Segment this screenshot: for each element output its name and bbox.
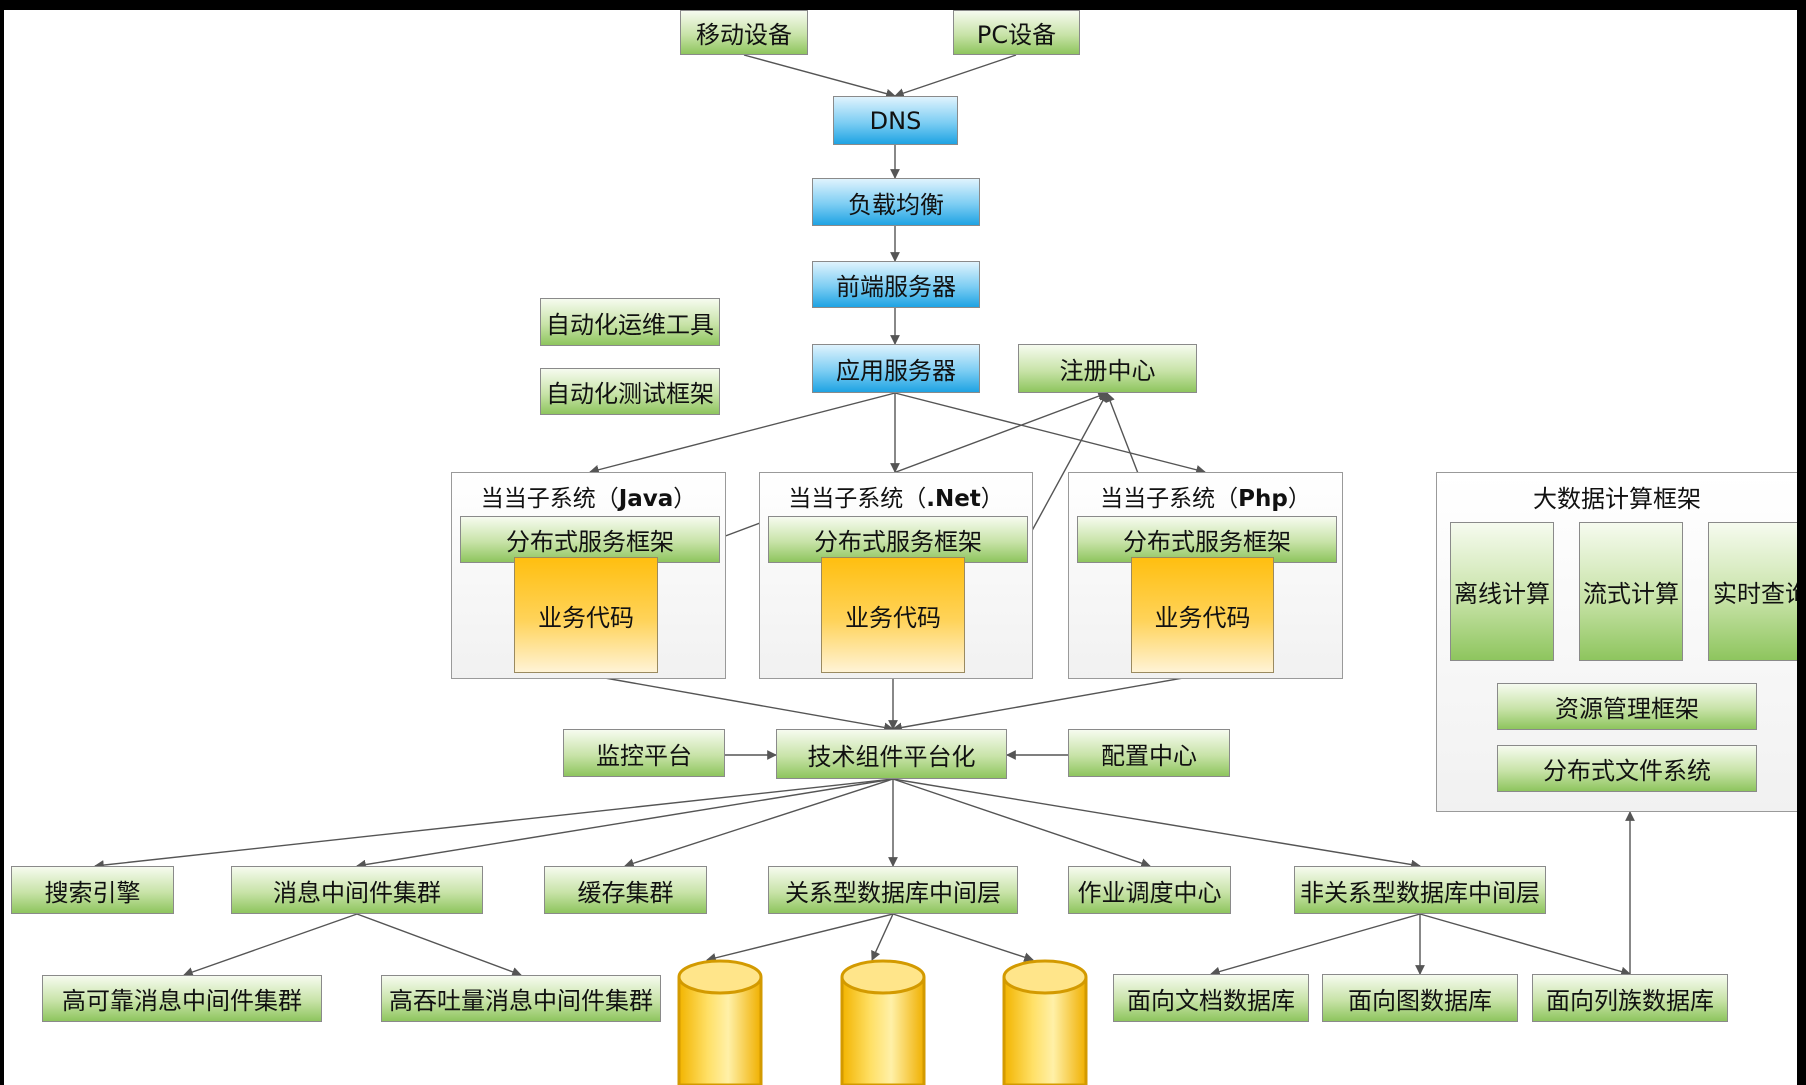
- left-border: [0, 0, 4, 1085]
- edge-nosql-column: [1419, 913, 1631, 977]
- edge-rdb-db2: [871, 913, 894, 961]
- edge-nosql-doc: [1210, 913, 1421, 977]
- edge-mobile-dns: [743, 54, 896, 99]
- edge-app-php: [894, 392, 1206, 475]
- rdb-middleware-node: 关系型数据库中间层: [768, 866, 1018, 914]
- database-cylinder-2: [840, 959, 926, 1085]
- subsystem-java-business-code: 业务代码: [514, 557, 658, 673]
- subsystem-net-framework: 分布式服务框架: [768, 516, 1028, 563]
- frontend-server-node: 前端服务器: [812, 261, 980, 308]
- database-cylinder-3: [1002, 959, 1088, 1085]
- reliable-mq-node: 高可靠消息中间件集群: [42, 975, 322, 1022]
- offline-compute-node: 离线计算: [1450, 522, 1554, 661]
- subsystem-php-title: 当当子系统（Php）: [1100, 486, 1311, 512]
- mq-cluster-node: 消息中间件集群: [231, 866, 483, 914]
- subsystem-php-business-code: 业务代码: [1131, 557, 1274, 673]
- search-engine-node: 搜索引擎: [11, 866, 174, 914]
- document-db-node: 面向文档数据库: [1113, 974, 1309, 1022]
- subsystem-java-framework: 分布式服务框架: [460, 516, 720, 563]
- cache-cluster-node: 缓存集群: [544, 866, 707, 914]
- edge-platform-search: [94, 778, 894, 870]
- edge-platform-cache: [624, 778, 894, 868]
- high-throughput-mq-node: 高吞吐量消息中间件集群: [381, 975, 661, 1022]
- auto-test-framework-node: 自动化测试框架: [540, 368, 720, 415]
- tech-platform-node: 技术组件平台化: [776, 729, 1007, 779]
- top-border: [0, 0, 1806, 10]
- load-balancer-node: 负载均衡: [812, 178, 980, 226]
- edge-platform-job: [892, 778, 1151, 868]
- edge-mq-throughput: [356, 913, 522, 977]
- nosql-middleware-node: 非关系型数据库中间层: [1294, 866, 1546, 914]
- config-center-node: 配置中心: [1068, 729, 1230, 777]
- edge-pc-dns: [894, 54, 1017, 98]
- registry-center-node: 注册中心: [1018, 344, 1197, 393]
- edge-rdb-db1: [706, 913, 894, 963]
- auto-ops-tool-node: 自动化运维工具: [540, 298, 720, 346]
- edge-rdb-db3: [892, 913, 1034, 962]
- stream-compute-node: 流式计算: [1579, 522, 1683, 661]
- edge-platform-nosql: [892, 778, 1421, 870]
- column-db-node: 面向列族数据库: [1532, 974, 1728, 1022]
- subsystem-php-framework: 分布式服务框架: [1077, 516, 1337, 563]
- edge-platform-mq: [356, 778, 894, 870]
- app-server-node: 应用服务器: [812, 344, 980, 393]
- edge-php-platform: [892, 674, 1201, 733]
- resource-management-node: 资源管理框架: [1497, 683, 1757, 730]
- realtime-query-node: 实时查询: [1708, 522, 1806, 661]
- graph-db-node: 面向图数据库: [1322, 974, 1518, 1022]
- bigdata-title: 大数据计算框架: [1533, 485, 1701, 513]
- edge-java-platform: [587, 674, 894, 733]
- right-border-overlay: [1797, 0, 1806, 1085]
- subsystem-net-title: 当当子系统（.Net）: [788, 486, 1004, 512]
- database-cylinder-1: [677, 959, 763, 1085]
- edge-mq-reliable: [183, 913, 358, 977]
- mobile-device-node: 移动设备: [680, 10, 808, 55]
- subsystem-net-business-code: 业务代码: [821, 557, 965, 673]
- monitor-platform-node: 监控平台: [563, 729, 725, 777]
- pc-device-node: PC设备: [953, 10, 1080, 55]
- job-scheduler-node: 作业调度中心: [1068, 866, 1231, 914]
- dns-node: DNS: [833, 96, 958, 145]
- subsystem-java-title: 当当子系统（Java）: [480, 486, 697, 512]
- distributed-fs-node: 分布式文件系统: [1497, 745, 1757, 792]
